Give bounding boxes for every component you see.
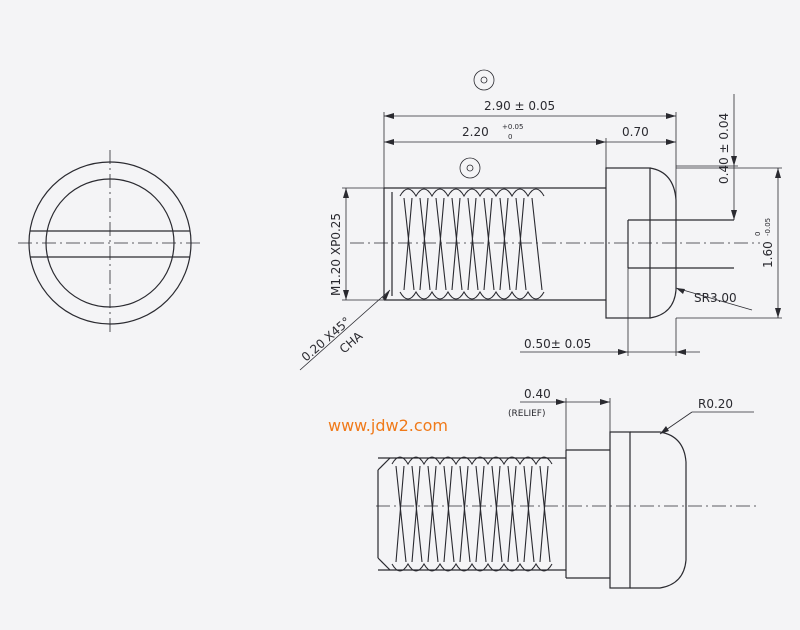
- dim-relief-note: (RELIEF): [508, 409, 546, 419]
- lower-view-dimensions: 0.40 (RELIEF) R0.20: [508, 387, 754, 450]
- dim-slot-depth: 0.40 ± 0.04: [717, 113, 731, 184]
- lower-side-view: [376, 431, 760, 589]
- dim-thread-length-tol-upper: +0.05: [502, 123, 523, 131]
- end-view: [18, 150, 204, 333]
- main-view-dimensions: 2.90 ± 0.05 2.20 +0.05 0 0.70 M1.20 XP0.…: [299, 69, 782, 371]
- dim-thread-length-tol-lower: 0: [508, 133, 512, 141]
- dim-overall-length: 2.90 ± 0.05: [484, 99, 555, 113]
- main-side-view: [350, 167, 760, 319]
- dim-relief-width: 0.40: [524, 387, 551, 401]
- dim-head-length: 0.70: [622, 125, 649, 139]
- dim-thread-spec: M1.20 XP0.25: [329, 213, 343, 296]
- dim-slot-width: 0.50± 0.05: [524, 337, 591, 351]
- dim-sphere-radius: SR3.00: [694, 291, 737, 305]
- dim-head-dia: 1.60: [761, 241, 775, 268]
- dim-head-dia-tol-lower: -0.05: [764, 218, 772, 236]
- watermark: www.jdw2.com: [328, 416, 448, 435]
- dim-head-radius: R0.20: [698, 397, 733, 411]
- dim-thread-length: 2.20: [462, 125, 489, 139]
- dim-head-dia-tol-upper: 0: [754, 232, 762, 236]
